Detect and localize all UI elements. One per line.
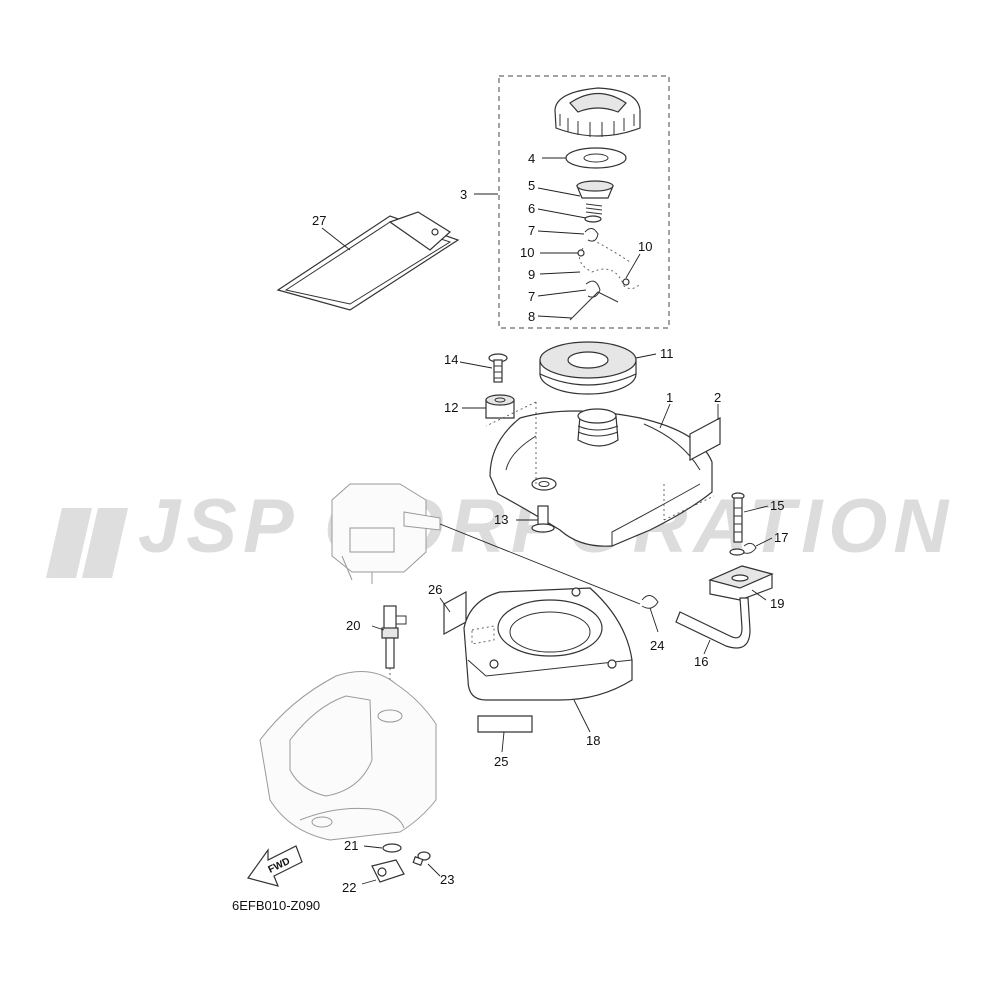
hose-16 (675, 597, 751, 649)
leader-lines (321, 157, 773, 885)
callout-27: 27 (312, 213, 326, 228)
clamp-24 (641, 595, 659, 609)
diagram-code: 6EFB010-Z090 (232, 898, 320, 913)
callout-2: 2 (714, 390, 721, 405)
callout-5: 5 (528, 178, 535, 193)
callout-10: 10 (520, 245, 534, 260)
callout-7-lower: 7 (528, 289, 535, 304)
watermark-logo-mark (46, 508, 128, 578)
forward-arrow: FWD (247, 845, 303, 887)
retainer (576, 180, 614, 199)
callout-3: 3 (460, 187, 467, 202)
guide-lines (485, 401, 537, 484)
fuel-connector-20 (381, 605, 407, 669)
collar-13 (531, 505, 555, 533)
callout-25: 25 (494, 754, 508, 769)
gasket (565, 147, 627, 169)
cap-assembly-box (498, 75, 670, 329)
watermark: JSP CORPORATION (46, 484, 948, 578)
callout-21: 21 (344, 838, 358, 853)
callout-1: 1 (666, 390, 673, 405)
callout-19: 19 (770, 596, 784, 611)
callout-22: 22 (342, 880, 356, 895)
callout-20: 20 (346, 618, 360, 633)
callout-17: 17 (774, 530, 788, 545)
cap-chain-set (569, 228, 641, 321)
clip-17 (741, 542, 757, 554)
fuel-line (439, 523, 641, 605)
o-ring-21 (382, 843, 402, 853)
grommet-12 (485, 394, 515, 419)
spring (585, 203, 603, 215)
callout-9: 9 (528, 267, 535, 282)
callouts: 4 3 5 6 7 10 10 9 7 8 27 14 11 12 1 2 15… (312, 151, 788, 895)
callout-6: 6 (528, 201, 535, 216)
small-washer (584, 215, 602, 223)
label-25 (477, 715, 533, 733)
callout-24: 24 (650, 638, 664, 653)
callout-23: 23 (440, 872, 454, 887)
screw-23 (412, 851, 431, 866)
bottom-cowling (259, 671, 437, 841)
top-pad (539, 341, 637, 395)
fuel-cap (554, 87, 641, 137)
washer-15 (729, 548, 745, 556)
bolt-14 (488, 353, 508, 383)
label-26 (443, 590, 467, 636)
callout-18: 18 (586, 733, 600, 748)
bolt-15 (731, 492, 745, 543)
label-2 (689, 417, 721, 461)
callout-13: 13 (494, 512, 508, 527)
callout-4: 4 (528, 151, 535, 166)
callout-10-right: 10 (638, 239, 652, 254)
joint-22 (371, 859, 405, 883)
carburetor (331, 483, 441, 584)
bracket-19 (708, 565, 774, 601)
callout-26: 26 (428, 582, 442, 597)
callout-14: 14 (444, 352, 458, 367)
callout-8: 8 (528, 309, 535, 324)
callout-15: 15 (770, 498, 784, 513)
tank-base-18 (463, 587, 633, 701)
callout-7: 7 (528, 223, 535, 238)
callout-16: 16 (694, 654, 708, 669)
callout-12: 12 (444, 400, 458, 415)
callout-11: 11 (660, 346, 674, 361)
tool-bag (276, 211, 460, 311)
